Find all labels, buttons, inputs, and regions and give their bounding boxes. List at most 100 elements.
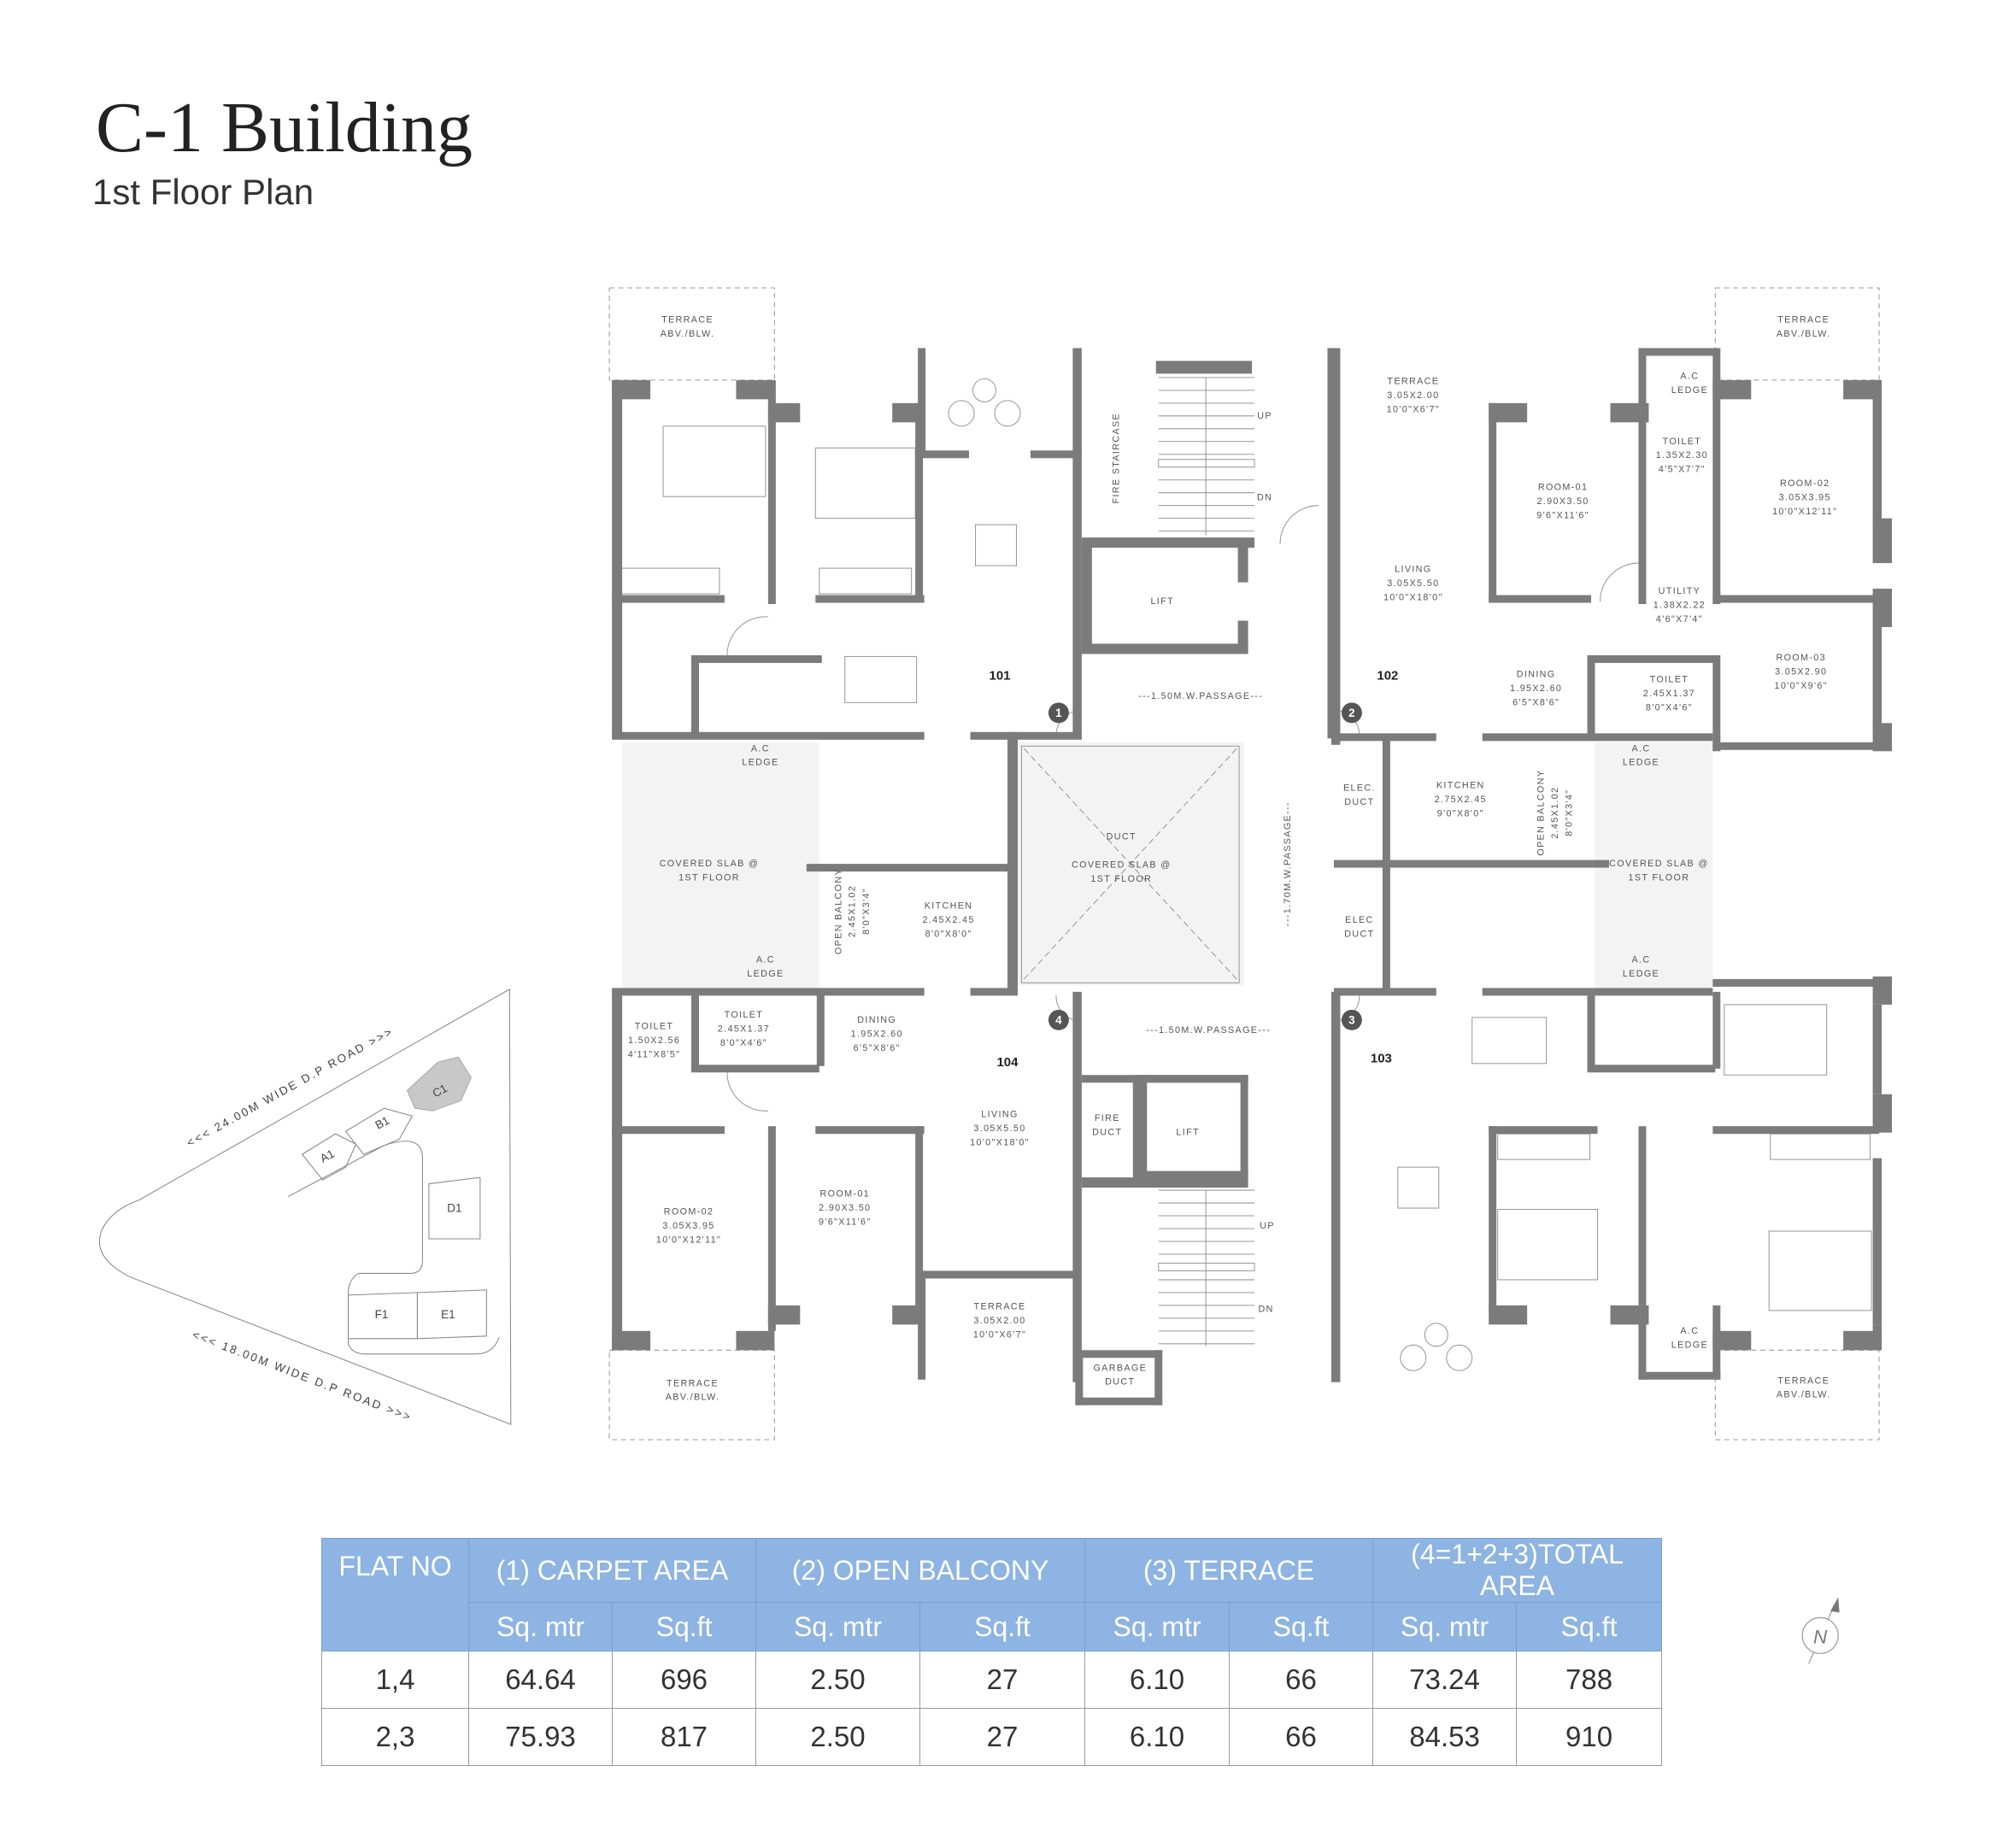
duct-outline: [1020, 745, 1240, 983]
unit-header: Sq.ft: [1516, 1602, 1663, 1651]
room-dimension: 10'0"X12'11": [1772, 507, 1837, 517]
room-name: UP: [1260, 1221, 1275, 1231]
wall: [612, 731, 925, 740]
entry-marker-number: 3: [1348, 1014, 1355, 1027]
site-building-e1: E1: [441, 1308, 455, 1321]
room-name: TOILET: [1650, 674, 1689, 684]
covered-slab-area: [1595, 742, 1713, 989]
wall: [1638, 1126, 1647, 1305]
wall: [1237, 620, 1248, 653]
room-dimension: 10'0"X12'11": [656, 1235, 721, 1245]
wall: [1712, 654, 1721, 752]
wall: [1081, 643, 1248, 654]
room-label: FIRE STAIRCASE: [1111, 413, 1121, 504]
room-name: COVERED SLAB @: [660, 859, 760, 869]
room-label: ROOM-012.90X3.509'6"X11'6": [1536, 483, 1589, 521]
room-label: DUCT: [1107, 832, 1136, 842]
room-name: TERRACE: [1777, 1376, 1830, 1386]
door-swing: [1279, 505, 1319, 544]
room-name: A.C: [756, 954, 775, 965]
table-cell: 84.53: [1372, 1708, 1518, 1766]
room-dimension: LEDGE: [747, 969, 784, 979]
header-total-area: (4=1+2+3)TOTAL AREA: [1372, 1538, 1663, 1603]
room-name: ELEC.: [1343, 783, 1376, 794]
room-dimension: 10'0"X6'7": [973, 1329, 1026, 1340]
wall: [1489, 1305, 1528, 1325]
bed-icon: [814, 447, 916, 519]
room-dimension: 9'6"X11'6": [1536, 511, 1589, 521]
wall: [1482, 733, 1713, 742]
wall: [1075, 1350, 1163, 1358]
room-dimension: 2.45X1.02: [1550, 787, 1560, 839]
room-dimension: 10'0"X18'0": [970, 1138, 1030, 1148]
table-cell: 64.64: [468, 1651, 613, 1709]
cell-flat-no: 2,3: [321, 1708, 469, 1766]
room-name: ---1.50M.W.PASSAGE---: [1146, 1025, 1271, 1035]
table-cell: 6.10: [1084, 1708, 1231, 1766]
room-label: DN: [1258, 1304, 1273, 1314]
room-dimension: ABV./BLW.: [1777, 1390, 1831, 1400]
road-label-18m: <<< 18.00M WIDE D.P ROAD >>>: [191, 1328, 414, 1423]
room-name: DN: [1257, 493, 1272, 503]
room-name: A.C: [751, 743, 770, 754]
wall: [1333, 859, 1610, 868]
stair-landing: [1158, 459, 1255, 468]
room-dimension: 2.90X3.50: [1536, 496, 1589, 507]
room-dimension: 2.45X1.02: [848, 885, 858, 937]
room-label: DN: [1257, 493, 1272, 503]
table-row: 1,4 64.64 696 2.50 27 6.10 66 73.24 788: [321, 1651, 1663, 1709]
room-dimension: LEDGE: [742, 758, 778, 768]
wardrobe-icon: [819, 567, 913, 595]
room-dimension: 10'0"X18'0": [1383, 593, 1443, 603]
site-building-b1: B1: [373, 1114, 392, 1132]
room-dimension: LEDGE: [1671, 1340, 1708, 1350]
table-cell: 2.50: [755, 1708, 921, 1766]
room-name: OPEN BALCONY: [1536, 770, 1547, 856]
road-label-24m: <<< 24.00M WIDE D.P ROAD >>>: [185, 1024, 396, 1149]
wall: [1072, 348, 1082, 739]
wall: [806, 864, 1014, 872]
room-name: A.C: [1680, 371, 1699, 381]
room-dimension: DUCT: [1092, 1128, 1122, 1138]
room-label: LIFT: [1176, 1128, 1198, 1138]
dining-table-icon: [844, 655, 918, 703]
room-dimension: 2.45X2.45: [922, 915, 974, 925]
wall: [1712, 379, 1752, 400]
wall: [1587, 654, 1716, 663]
wall: [736, 379, 775, 400]
room-dimension: 2.90X3.50: [819, 1203, 871, 1213]
wall: [970, 731, 1082, 740]
room-name: DN: [1258, 1304, 1273, 1314]
table-row: 2,3 75.93 817 2.50 27 6.10 66 84.53 910: [321, 1708, 1663, 1766]
building-outline-c1: [406, 1056, 472, 1112]
room-dimension: 10'0"X6'7": [1387, 404, 1440, 414]
wall: [1712, 595, 1880, 603]
wall: [1330, 348, 1341, 745]
room-dimension: 4'6"X7'4": [1656, 614, 1703, 625]
wall: [1872, 1158, 1882, 1325]
wall: [1330, 991, 1341, 1382]
wall: [815, 1126, 925, 1135]
chair-icon: [1400, 1344, 1427, 1371]
room-label: LIFT: [1150, 596, 1172, 607]
room-name: KITCHEN: [925, 901, 973, 912]
coffee-table-icon: [975, 524, 1017, 566]
wall: [918, 1270, 1076, 1279]
wall: [690, 654, 822, 663]
wardrobe-icon: [619, 567, 720, 595]
wall: [1489, 402, 1497, 602]
wall: [690, 1065, 819, 1073]
round-table-icon: [972, 378, 997, 402]
room-label: ELEC.DUCT: [1343, 783, 1376, 807]
table-cell: 66: [1229, 1651, 1374, 1709]
